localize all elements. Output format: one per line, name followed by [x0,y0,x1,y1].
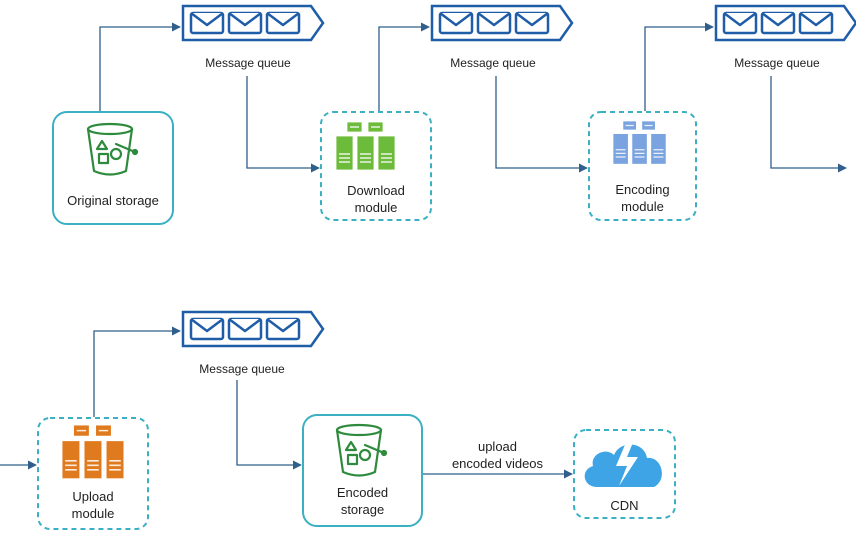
message-queue-3 [714,4,856,42]
queue-1-label: Message queue [205,56,291,70]
original-storage-box [52,111,174,225]
cdn-node [573,429,676,519]
message-queue-2 [430,4,574,42]
bottom-row-arrows [0,326,573,479]
cloud-lightning-icon [584,440,662,487]
original-storage-label: Original storage [67,193,159,208]
download-module-label: Download module [347,183,405,215]
arrow-download-to-queue-2 [378,22,430,111]
upload-encoded-videos-label: upload encoded videos [451,439,544,471]
encoded-storage-box [302,414,423,527]
encoding-module-node [588,111,697,221]
queue-2-label: Message queue [450,56,536,70]
message-queue-icon [714,4,856,42]
upload-module-label: Upload module [71,489,115,521]
arrow-queue-3-to-next [770,76,847,173]
encoding-module-label: Encoding module [615,182,670,214]
top-row-arrows [99,22,847,173]
download-module-node [320,111,432,221]
arrow-encoding-to-queue-3 [644,22,714,111]
queue-3-label: Message queue [734,56,820,70]
upload-module-node [37,417,149,530]
arrow-storage-to-queue-1 [99,22,181,111]
message-queue-icon [181,310,325,348]
arrow-queue-1-to-download [246,76,320,173]
queue-4-label: Message queue [199,362,285,376]
cdn-label: CDN [610,498,639,513]
message-queue-icon [181,4,325,42]
arrow-queue-4-to-encoded-storage [236,380,302,470]
message-queue-4 [181,310,325,348]
encoded-storage-node [302,414,423,527]
arrow-upload-to-queue-4 [93,326,181,417]
encoded-storage-label: Encoded storage [336,485,389,517]
message-queue-icon [430,4,574,42]
message-queue-1 [181,4,325,42]
arrow-queue-2-to-encoding [495,76,588,173]
original-storage-node [52,111,174,225]
